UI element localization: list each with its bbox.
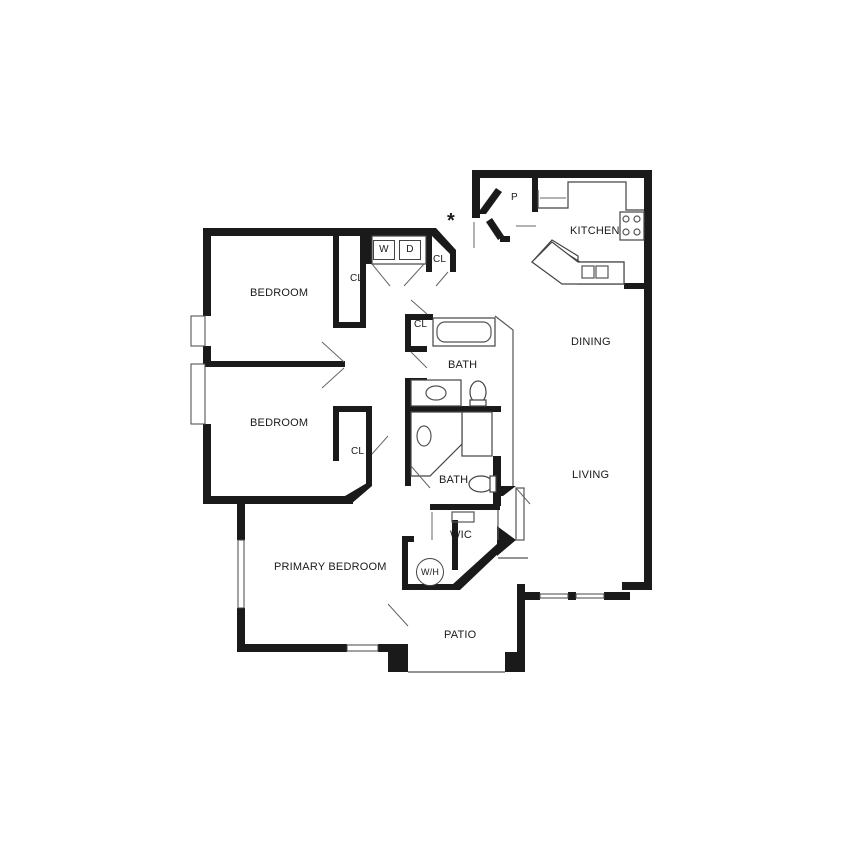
doors xyxy=(321,197,566,627)
water-heater-label: W/H xyxy=(416,558,444,586)
closet-label-bedroom-top: CL xyxy=(350,273,364,284)
room-label-primary-bedroom: PRIMARY BEDROOM xyxy=(274,561,387,573)
room-label-living: LIVING xyxy=(572,469,610,481)
room-label-bath-lower: BATH xyxy=(439,474,469,486)
room-label-dining: DINING xyxy=(571,336,611,348)
closet-label-bedroom-middle: CL xyxy=(351,446,365,457)
closet-label-laundry: CL xyxy=(433,254,447,265)
room-label-bath-upper: BATH xyxy=(448,359,478,371)
pantry-label: P xyxy=(511,192,518,203)
dryer-label: D xyxy=(399,240,421,260)
room-label-patio: PATIO xyxy=(444,629,477,641)
room-label-bedroom-top: BEDROOM xyxy=(250,287,309,299)
walls xyxy=(203,170,652,672)
closet-label-bath: CL xyxy=(414,319,428,330)
washer-label: W xyxy=(373,240,395,260)
windows xyxy=(190,315,605,673)
room-label-kitchen: KITCHEN xyxy=(570,225,620,237)
room-label-bedroom-middle: BEDROOM xyxy=(250,417,309,429)
room-label-wic: WIC xyxy=(450,529,472,541)
asterisk-marker: * xyxy=(447,210,455,232)
